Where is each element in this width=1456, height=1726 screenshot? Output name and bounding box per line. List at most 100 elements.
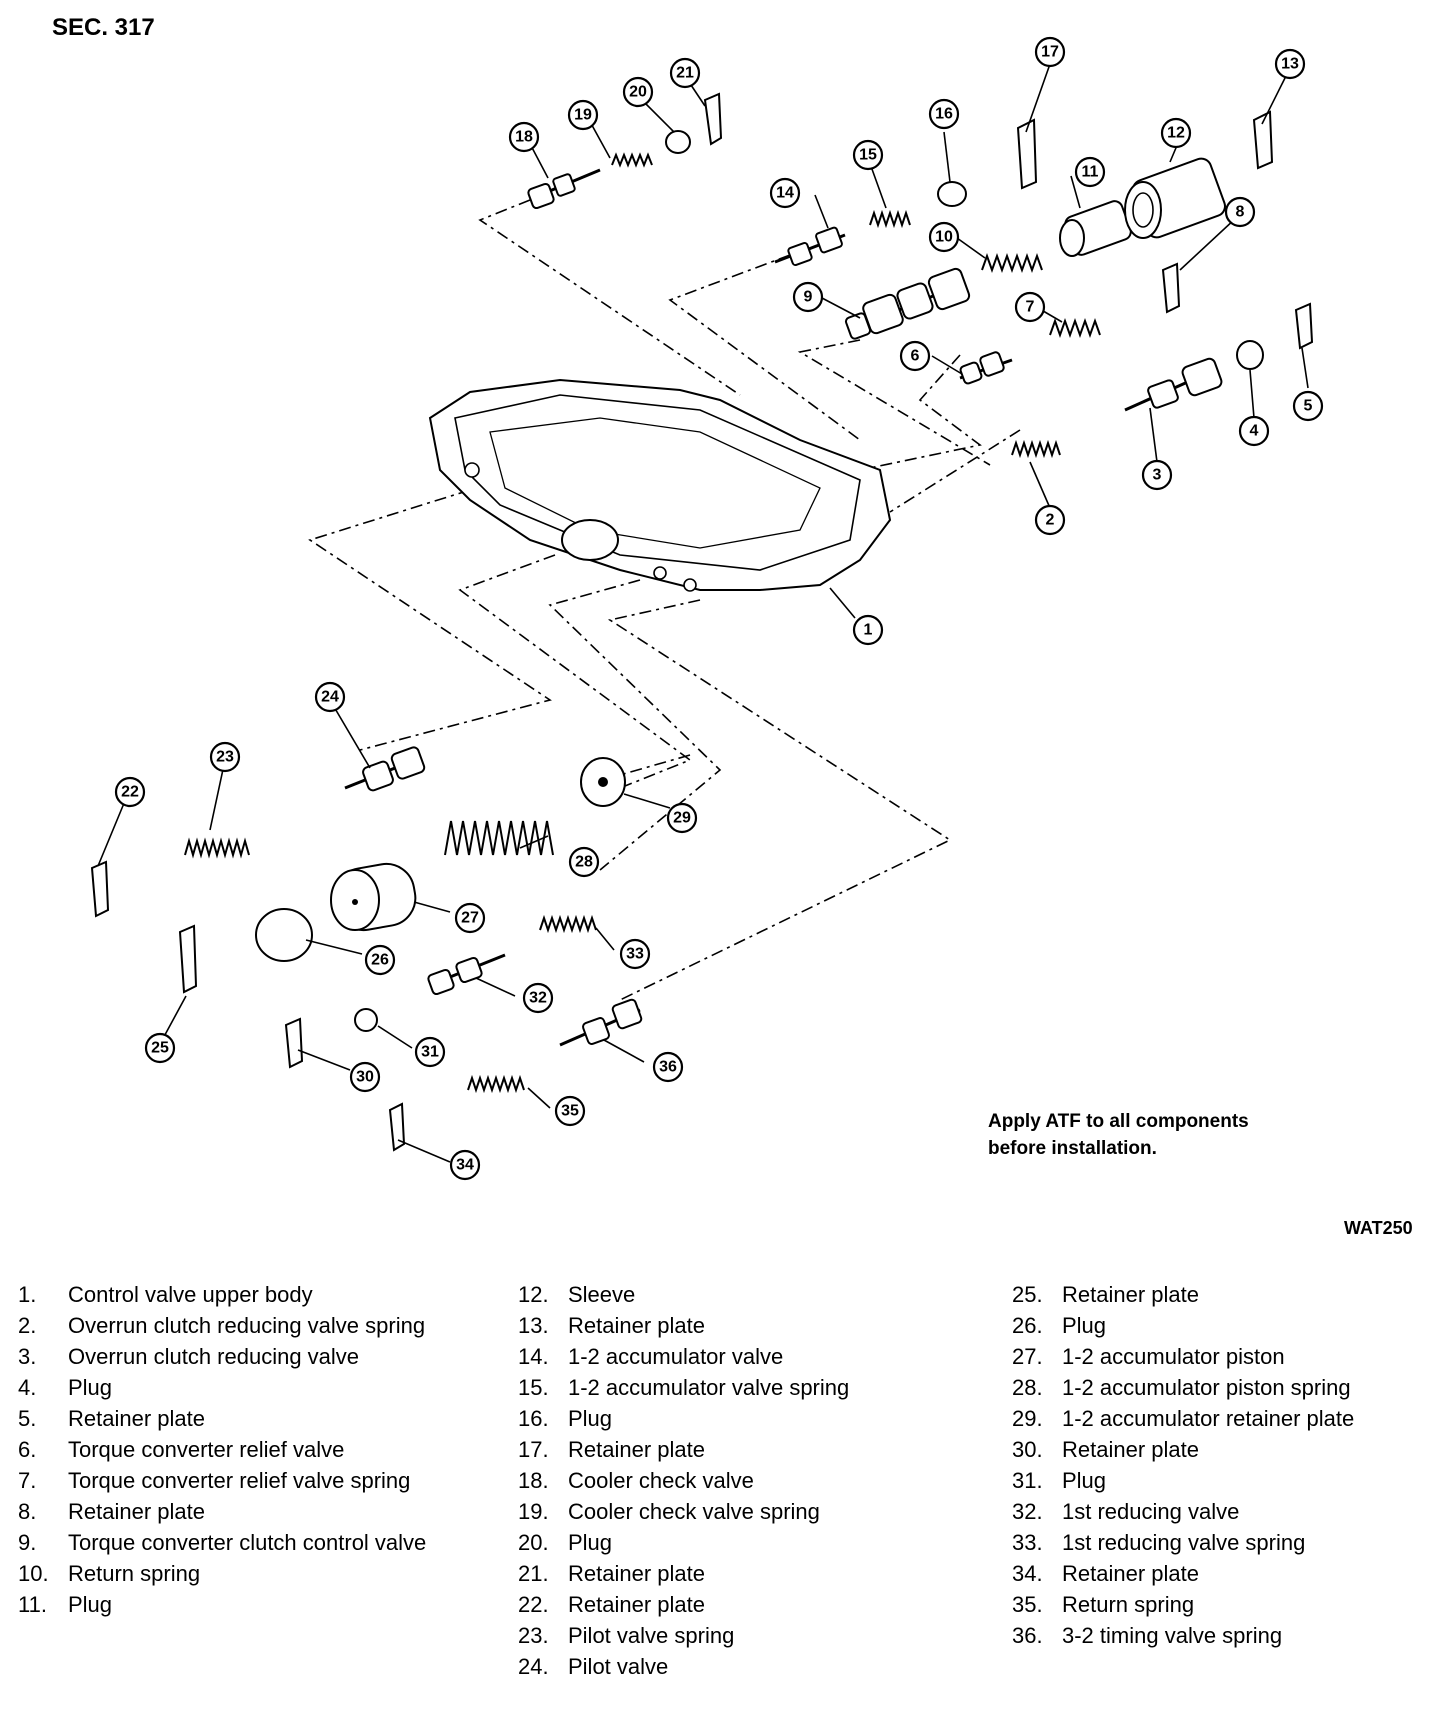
legend-item: 23.Pilot valve spring	[518, 1623, 958, 1649]
legend-item: 24. Pilot valve	[518, 1654, 958, 1680]
spring-28	[444, 820, 554, 856]
svg-text:22: 22	[121, 784, 139, 801]
legend-number: 5.	[18, 1406, 37, 1431]
legend-label: Torque converter relief valve	[68, 1437, 345, 1462]
piston-27	[330, 862, 417, 932]
legend-label: Torque converter clutch control valve	[68, 1530, 427, 1555]
svg-text:2: 2	[1046, 512, 1055, 529]
svg-text:23: 23	[216, 749, 234, 766]
callout-29: 29	[666, 802, 698, 834]
legend-item: 26.Plug	[1012, 1313, 1442, 1339]
legend-number: 13.	[518, 1313, 549, 1338]
section-title: SEC. 317	[52, 14, 155, 41]
callout-9: 9	[792, 281, 824, 313]
legend-number: 21.	[518, 1561, 549, 1586]
svg-text:24: 24	[321, 689, 339, 706]
retainer-plate-34	[388, 1102, 406, 1152]
retainer-plate-13	[1252, 110, 1274, 170]
legend-label: 1-2 accumulator piston spring	[1062, 1375, 1351, 1400]
legend-label: 1st reducing valve spring	[1062, 1530, 1306, 1555]
svg-text:35: 35	[561, 1103, 579, 1120]
retainer-plate-8	[1161, 262, 1181, 314]
legend-number: 23.	[518, 1623, 549, 1648]
legend-number: 32.	[1012, 1499, 1043, 1524]
callout-31: 31	[414, 1036, 446, 1068]
callouts: 1 2 3 4 5 6 7 8 9 10 11 12 13 14 15 16 1…	[114, 36, 1324, 1181]
callout-27: 27	[454, 902, 486, 934]
legend-number: 34.	[1012, 1561, 1043, 1586]
callout-22: 22	[114, 776, 146, 808]
svg-text:10: 10	[935, 229, 953, 246]
callout-26: 26	[364, 944, 396, 976]
svg-text:29: 29	[673, 810, 691, 827]
spring-35	[467, 1074, 525, 1094]
exploded-view-diagram: 1 2 3 4 5 6 7 8 9 10 11 12 13 14 15 16 1…	[90, 36, 1324, 1181]
legend-number: 3.	[18, 1344, 37, 1369]
callout-1: 1	[852, 614, 884, 646]
legend-label: Plug	[68, 1592, 113, 1617]
svg-text:15: 15	[859, 147, 877, 164]
callout-21: 21	[669, 57, 701, 89]
legend-label: 1-2 accumulator piston	[1062, 1344, 1285, 1369]
legend-label: 1st reducing valve	[1062, 1499, 1240, 1524]
legend-number: 15.	[518, 1375, 549, 1400]
legend-number: 36.	[1012, 1623, 1043, 1648]
legend-number: 17.	[518, 1437, 549, 1462]
legend-number: 22.	[518, 1592, 549, 1617]
legend-label: Retainer plate	[568, 1592, 705, 1617]
retainer-plate-30	[284, 1017, 304, 1069]
retainer-plate-5	[1294, 302, 1314, 350]
callout-8: 8	[1224, 196, 1256, 228]
callout-34: 34	[449, 1149, 481, 1181]
svg-text:4: 4	[1250, 423, 1259, 440]
legend-label: Pilot valve	[568, 1654, 669, 1679]
valve-36	[559, 998, 643, 1047]
callout-3: 3	[1141, 459, 1173, 491]
legend-label: Retainer plate	[68, 1499, 205, 1524]
callout-7: 7	[1014, 291, 1046, 323]
svg-text:13: 13	[1281, 56, 1299, 73]
svg-text:9: 9	[804, 289, 813, 306]
legend-item: 33.1st reducing valve spring	[1012, 1530, 1442, 1556]
legend-item: 29.1-2 accumulator retainer plate	[1012, 1406, 1442, 1432]
legend-label: 3-2 timing valve spring	[1062, 1623, 1283, 1648]
legend-number: 2.	[18, 1313, 37, 1338]
plug-4	[1236, 340, 1264, 370]
valve-9	[844, 267, 971, 340]
legend-item: 35.Return spring	[1012, 1592, 1442, 1618]
legend-number: 1.	[18, 1282, 37, 1307]
legend-label: Retainer plate	[568, 1313, 705, 1338]
plug-20	[665, 130, 691, 154]
callout-15: 15	[852, 139, 884, 171]
legend-item: 6.Torque converter relief valve	[18, 1437, 438, 1463]
svg-text:7: 7	[1026, 299, 1035, 316]
svg-text:8: 8	[1236, 204, 1245, 221]
legend-number: 24.	[518, 1654, 549, 1679]
callout-32: 32	[522, 982, 554, 1014]
svg-text:3: 3	[1153, 467, 1162, 484]
retainer-plate-21	[703, 92, 723, 146]
svg-text:33: 33	[626, 946, 644, 963]
spring-7	[1049, 318, 1101, 338]
figure-code: WAT250	[1344, 1218, 1413, 1238]
legend-item: 7.Torque converter relief valve spring	[18, 1468, 438, 1494]
svg-text:31: 31	[421, 1044, 439, 1061]
legend-item: 18.Cooler check valve	[518, 1468, 958, 1494]
legend-label: Plug	[1062, 1313, 1107, 1338]
svg-text:5: 5	[1304, 398, 1313, 415]
spring-33	[539, 914, 597, 934]
legend-number: 14.	[518, 1344, 549, 1369]
valve-14	[774, 226, 846, 267]
svg-text:25: 25	[151, 1040, 169, 1057]
plug-26	[255, 908, 313, 962]
callout-17: 17	[1034, 36, 1066, 68]
legend-number: 16.	[518, 1406, 549, 1431]
legend-item: 1.Control valve upper body	[18, 1282, 438, 1308]
spring-19	[611, 152, 653, 168]
legend-item: 10.Return spring	[18, 1561, 438, 1587]
legend-number: 9.	[18, 1530, 37, 1555]
assembly-lines	[308, 199, 1021, 1001]
legend-item: 30.Retainer plate	[1012, 1437, 1442, 1463]
legend-label: Retainer plate	[68, 1406, 205, 1431]
